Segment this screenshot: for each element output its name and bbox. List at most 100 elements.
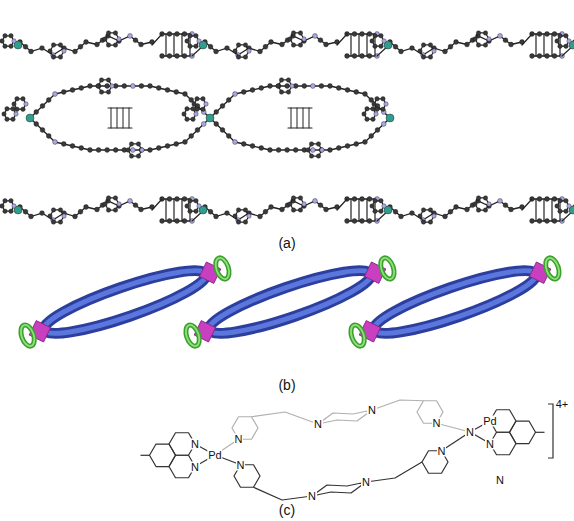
atom: [302, 37, 306, 41]
atom: [117, 202, 121, 206]
atom: [130, 84, 135, 89]
atom: [195, 128, 200, 133]
atom: [208, 44, 213, 49]
atom: [133, 38, 138, 43]
bond: [165, 199, 166, 221]
atom: [310, 84, 315, 89]
atom: [352, 32, 357, 37]
atom: [182, 54, 187, 59]
atom: [106, 90, 110, 94]
atom: [160, 54, 165, 59]
atom: [194, 112, 198, 116]
bond-line: [372, 400, 424, 410]
atom: [61, 142, 66, 147]
bond: [108, 127, 132, 128]
phenanthroline-highlight: [183, 323, 202, 348]
bond: [108, 107, 132, 108]
atom: [558, 34, 562, 38]
bond: [522, 199, 532, 210]
atom: [421, 43, 425, 47]
atom: [78, 44, 83, 49]
bond: [129, 108, 130, 128]
bond: [30, 118, 210, 150]
atom: [298, 196, 302, 200]
atom: [288, 202, 292, 206]
atom: [201, 107, 205, 111]
atom: [197, 204, 201, 208]
atom: [306, 148, 310, 152]
atom: [263, 209, 268, 214]
atom: [352, 54, 357, 59]
bond: [366, 34, 367, 56]
bond: [111, 108, 112, 128]
atom: [73, 214, 78, 219]
atom: [345, 144, 350, 149]
atom: [448, 44, 453, 49]
atom: [225, 211, 230, 216]
atom: [11, 117, 15, 121]
atom-label: N: [485, 438, 495, 449]
atom: [473, 37, 477, 41]
atom: [291, 43, 295, 47]
atom: [140, 148, 144, 152]
atom: [564, 199, 568, 203]
atom: [352, 197, 357, 202]
atom: [371, 117, 375, 121]
atom: [298, 43, 302, 47]
atom: [279, 78, 283, 82]
atom: [286, 78, 290, 82]
atom: [247, 49, 251, 53]
atom: [498, 199, 503, 204]
atom: [206, 114, 214, 122]
atom: [189, 98, 194, 103]
atom: [156, 146, 161, 151]
atom: [379, 209, 383, 213]
bond: [535, 34, 536, 56]
atom: [345, 219, 350, 224]
atom: [113, 31, 117, 35]
atom: [29, 49, 34, 54]
bond: [288, 127, 312, 128]
atom: [9, 209, 13, 213]
bond-line: [252, 412, 319, 424]
atom: [185, 204, 189, 208]
atom-label: N: [361, 477, 371, 488]
atom: [204, 102, 208, 106]
atom: [476, 196, 480, 200]
atom: [290, 84, 294, 88]
atom: [421, 220, 425, 224]
atom: [545, 54, 550, 59]
atom: [129, 154, 133, 158]
atom: [156, 86, 161, 91]
atom: [379, 34, 383, 38]
atom: [286, 90, 290, 94]
bond: [181, 199, 182, 221]
atom: [165, 88, 170, 93]
phenanthroline-highlight: [378, 256, 397, 281]
atom: [370, 39, 374, 43]
atom-label: N: [437, 445, 447, 456]
atom: [381, 122, 386, 127]
atom: [243, 43, 247, 47]
atom: [288, 37, 292, 41]
atom: [473, 202, 477, 206]
atom: [191, 117, 195, 121]
macrocycle-band: [369, 260, 541, 344]
atom: [106, 31, 110, 35]
atom: [21, 97, 25, 101]
atom: [530, 219, 535, 224]
atom: [393, 209, 398, 214]
atom: [360, 54, 365, 59]
atom: [106, 78, 110, 82]
phenanthroline-highlight: [18, 323, 37, 348]
atom: [367, 32, 372, 37]
atom: [428, 220, 432, 224]
atom: [360, 197, 365, 202]
atom: [448, 209, 453, 214]
bond: [337, 199, 347, 210]
atom: [293, 148, 298, 153]
atom-label: N: [190, 461, 200, 472]
atom-label: N: [190, 439, 200, 450]
atom: [487, 37, 491, 41]
atom: [384, 102, 388, 106]
